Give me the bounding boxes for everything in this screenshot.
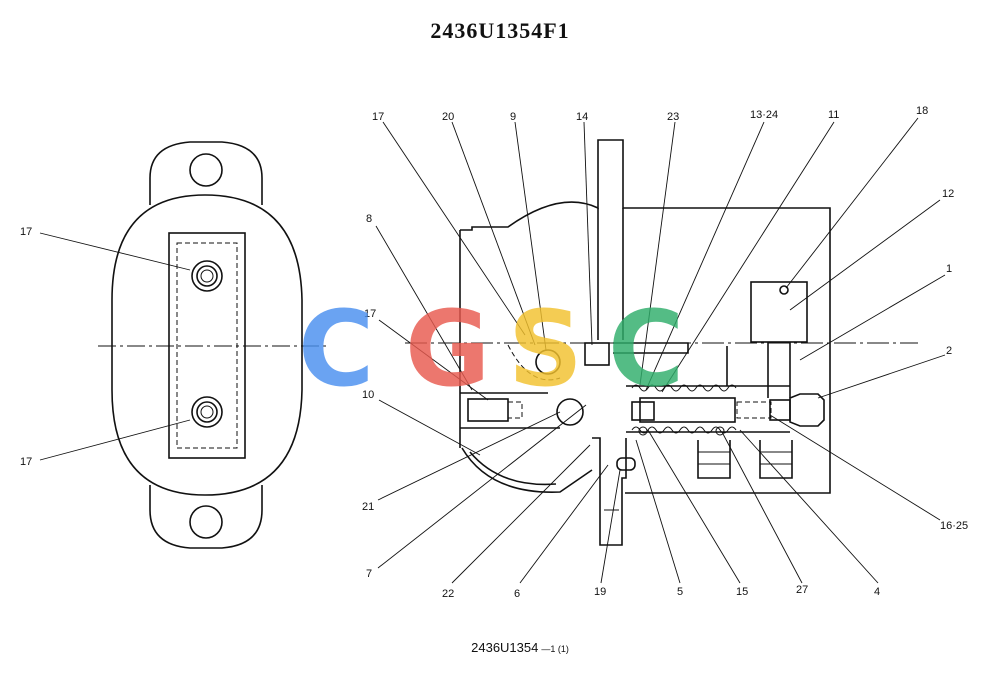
lever-pin	[616, 457, 636, 471]
callout-labels: 17 17 17 20 9 14 23 13·24 11 18 12 1 2 8…	[20, 105, 968, 600]
callout-4: 4	[874, 586, 880, 598]
detent-pin-hidden	[507, 401, 523, 419]
bottom-mounting-ear	[149, 485, 263, 549]
cover-block	[750, 281, 808, 343]
spool	[639, 397, 736, 423]
knurled-knob	[584, 342, 610, 366]
port-plug	[789, 393, 825, 427]
callout-19: 19	[594, 586, 606, 598]
port-b	[759, 440, 793, 479]
spool-end	[631, 401, 655, 421]
end-view-body	[111, 194, 303, 496]
callout-17-top: 17	[372, 111, 384, 123]
callout-13-24: 13·24	[750, 109, 778, 121]
o-ring-2	[715, 426, 725, 436]
leader-lines	[39, 117, 946, 584]
lower-curved-housing	[461, 447, 593, 493]
watermark: C G S C	[298, 288, 684, 410]
callout-15: 15	[736, 586, 748, 598]
drawing-caption: 2436U1354—1 (1)	[0, 640, 1000, 655]
detent-ball	[535, 349, 561, 375]
watermark-letter-3: S	[508, 288, 583, 410]
lever-stem	[592, 437, 627, 546]
caption-number: 2436U1354	[471, 640, 539, 655]
callout-16-25: 16·25	[940, 520, 968, 532]
watermark-letter-2: G	[405, 288, 490, 410]
section-view	[405, 139, 918, 546]
caption-suffix: —1 (1)	[541, 644, 569, 654]
o-ring-1	[638, 426, 648, 436]
callout-17-mid: 17	[364, 308, 376, 320]
callout-21: 21	[362, 501, 374, 513]
port-a	[697, 440, 731, 479]
detent-path-hidden	[507, 344, 561, 381]
callout-7: 7	[366, 568, 372, 580]
callout-2: 2	[946, 345, 952, 357]
callout-1: 1	[946, 263, 952, 275]
callout-20: 20	[442, 111, 454, 123]
check-ball	[556, 398, 584, 426]
end-view	[98, 141, 330, 549]
upper-spring	[631, 384, 737, 392]
spool-hidden-end	[736, 401, 772, 419]
callout-left-bottom-17: 17	[20, 456, 32, 468]
watermark-letter-1: C	[298, 288, 374, 410]
lower-spring	[631, 426, 737, 434]
valve-body-outline	[460, 139, 831, 494]
callout-left-top-17: 17	[20, 226, 32, 238]
callout-9: 9	[510, 111, 516, 123]
callout-10: 10	[362, 389, 374, 401]
callout-8: 8	[366, 213, 372, 225]
callout-27: 27	[796, 584, 808, 596]
bottom-bolt-hole	[189, 505, 223, 539]
lower-bolt	[191, 396, 223, 428]
callout-5: 5	[677, 586, 683, 598]
callout-18: 18	[916, 105, 928, 117]
watermark-letter-4: C	[608, 288, 684, 410]
callout-12: 12	[942, 188, 954, 200]
callout-22: 22	[442, 588, 454, 600]
callout-14: 14	[576, 111, 588, 123]
callout-23: 23	[667, 111, 679, 123]
lower-curved-housing-inner	[469, 451, 557, 486]
top-bolt-hole	[189, 153, 223, 187]
cover-screw	[779, 285, 789, 295]
callout-11: 11	[828, 109, 839, 121]
upper-bolt	[191, 260, 223, 292]
callout-6: 6	[514, 588, 520, 600]
top-mounting-ear	[149, 141, 263, 205]
drawing-title: 2436U1354F1	[430, 18, 570, 43]
